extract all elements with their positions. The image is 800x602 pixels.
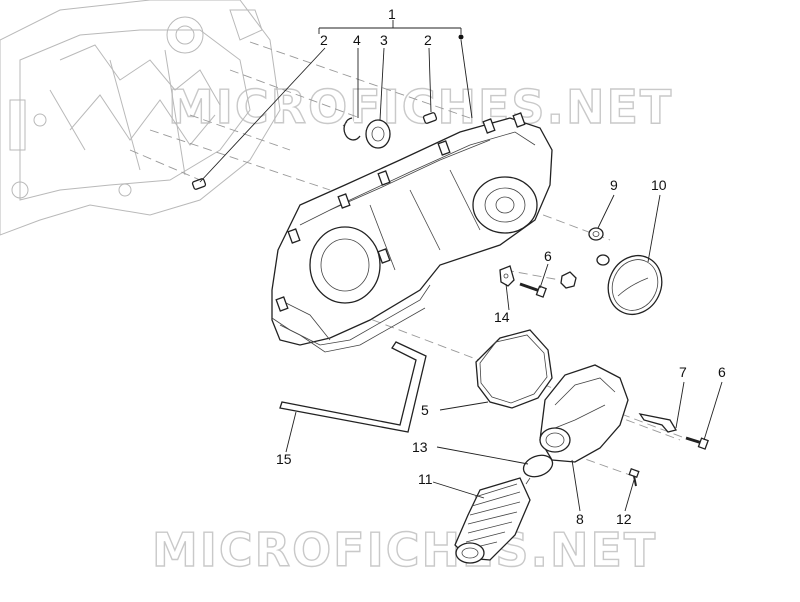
watermark-bottom: MICROFICHES.NET: [152, 523, 657, 577]
callout-7: 7: [679, 364, 687, 380]
circlip: [342, 117, 361, 141]
hose-clamp: [522, 454, 554, 485]
callout-5: 5: [421, 402, 429, 418]
crankcase-ghost: [0, 0, 281, 236]
intake-hose: [454, 477, 531, 564]
callout-11: 11: [418, 471, 433, 487]
callout-10: 10: [651, 177, 667, 193]
nut: [560, 271, 577, 289]
callout-2-left: 2: [320, 32, 328, 48]
callout-2-right: 2: [424, 32, 432, 48]
assembly-guides: [129, 41, 691, 476]
callout-14: 14: [494, 309, 510, 325]
callout-6-upper: 6: [544, 248, 552, 264]
dowel-pin-right: [422, 112, 438, 124]
badge-cap: [607, 255, 663, 315]
screw-lower: [685, 436, 709, 450]
transmission-cover: [271, 112, 553, 353]
callout-12: 12: [616, 511, 632, 527]
l-shaped-rod: [279, 341, 427, 433]
clip-plate: [638, 413, 678, 433]
callout-13: 13: [412, 439, 428, 455]
watermark-top: MICROFICHES.NET: [168, 80, 673, 134]
gasket: [475, 329, 553, 409]
callout-4: 4: [353, 32, 361, 48]
screw-upper: [519, 282, 547, 298]
callout-6-lower: 6: [718, 364, 726, 380]
air-intake-cover: [539, 364, 629, 463]
callout-1: 1: [388, 6, 396, 22]
callout-3: 3: [380, 32, 388, 48]
rubber-grommet: [588, 227, 610, 266]
callout-9: 9: [610, 177, 618, 193]
small-screw: [628, 467, 640, 487]
callout-8: 8: [576, 511, 584, 527]
callout-15: 15: [276, 451, 292, 467]
small-bracket: [499, 265, 515, 287]
dowel-pin-left: [191, 178, 207, 190]
leader-lines: [199, 20, 723, 512]
bearing: [365, 119, 391, 149]
